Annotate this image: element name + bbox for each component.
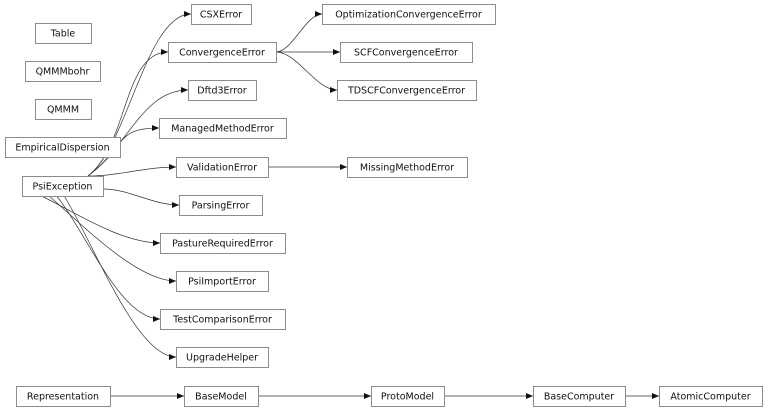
node-box [35,99,92,120]
inheritance-edge [275,11,323,53]
node-box [184,386,259,407]
node-label: ParsingError [192,201,250,212]
node-box [371,386,445,407]
node-box [160,309,286,330]
node-box [176,347,269,368]
node-box [35,23,92,44]
class-node-empirical-dispersion[interactable]: EmpiricalDispersion [5,137,121,158]
node-box [176,271,269,292]
node-box [176,157,269,178]
class-node-psi-import-error[interactable]: PsiImportError [176,271,269,292]
class-node-table[interactable]: Table [35,23,92,44]
node-box [322,4,496,25]
node-box [191,4,252,25]
node-label: MissingMethodError [360,163,454,174]
node-label: Representation [27,392,99,403]
inheritance-edge [56,195,161,322]
inheritance-edge [102,188,180,208]
node-label: UpgradeHelper [186,353,258,364]
class-node-optimization-convergence-error[interactable]: OptimizationConvergenceError [322,4,496,25]
class-node-proto-model[interactable]: ProtoModel [371,386,445,407]
inheritance-edge [87,125,160,177]
node-box [337,80,477,101]
node-label: Table [50,29,76,40]
node-box [168,42,277,63]
class-node-missing-method-error[interactable]: MissingMethodError [347,157,468,178]
node-label: PsiException [33,182,93,193]
node-box [159,118,287,139]
node-box [347,157,468,178]
node-box [160,233,286,254]
class-node-atomic-computer[interactable]: AtomicComputer [659,386,763,407]
node-label: EmpiricalDispersion [15,143,109,154]
node-label: AtomicComputer [670,392,750,403]
inheritance-edge [63,195,177,360]
class-node-qmmmbohr[interactable]: QMMMbohr [25,61,101,82]
node-label: PastureRequiredError [172,239,273,250]
node-box [179,195,263,216]
inheritance-edge [275,51,338,93]
class-node-base-model[interactable]: BaseModel [184,386,259,407]
class-node-representation[interactable]: Representation [16,386,111,407]
class-node-dftd3-error[interactable]: Dftd3Error [188,80,257,101]
node-box [659,386,763,407]
class-node-convergence-error[interactable]: ConvergenceError [168,42,277,63]
class-node-upgrade-helper[interactable]: UpgradeHelper [176,347,269,368]
inheritance-edge [87,164,177,177]
node-label: QMMMbohr [36,67,90,78]
node-label: QMMM [47,105,79,116]
class-node-scfconvergence-error[interactable]: SCFConvergenceError [340,42,473,63]
node-label: ValidationError [187,163,257,174]
node-label: PsiImportError [188,277,256,288]
class-node-qmmm[interactable]: QMMM [35,99,92,120]
class-node-psi-exception[interactable]: PsiException [22,176,104,197]
node-box [533,386,626,407]
class-node-parsing-error[interactable]: ParsingError [179,195,263,216]
node-label: BaseComputer [544,392,614,403]
node-box [188,80,257,101]
class-node-pasture-required-error[interactable]: PastureRequiredError [160,233,286,254]
inheritance-edge [41,195,161,246]
node-label: BaseModel [195,392,247,403]
class-node-validation-error[interactable]: ValidationError [176,157,269,178]
node-label: Dftd3Error [197,86,247,97]
node-label: OptimizationConvergenceError [335,10,482,21]
node-box [25,61,101,82]
class-node-test-comparison-error[interactable]: TestComparisonError [160,309,286,330]
node-label: ManagedMethodError [171,124,274,135]
node-label: ConvergenceError [179,48,265,59]
class-node-base-computer[interactable]: BaseComputer [533,386,626,407]
node-label: TestComparisonError [172,315,272,326]
node-box [16,386,111,407]
node-box [5,137,121,158]
class-node-managed-method-error[interactable]: ManagedMethodError [159,118,287,139]
node-box [340,42,473,63]
class-node-csxerror[interactable]: CSXError [191,4,252,25]
node-label: ProtoModel [381,392,434,403]
class-node-tdscfconvergence-error[interactable]: TDSCFConvergenceError [337,80,477,101]
node-label: CSXError [200,10,242,21]
node-box [22,176,104,197]
node-label: SCFConvergenceError [354,48,458,59]
node-label: TDSCFConvergenceError [347,86,465,97]
inheritance-edge [87,49,169,177]
inheritance-edge [48,195,177,284]
